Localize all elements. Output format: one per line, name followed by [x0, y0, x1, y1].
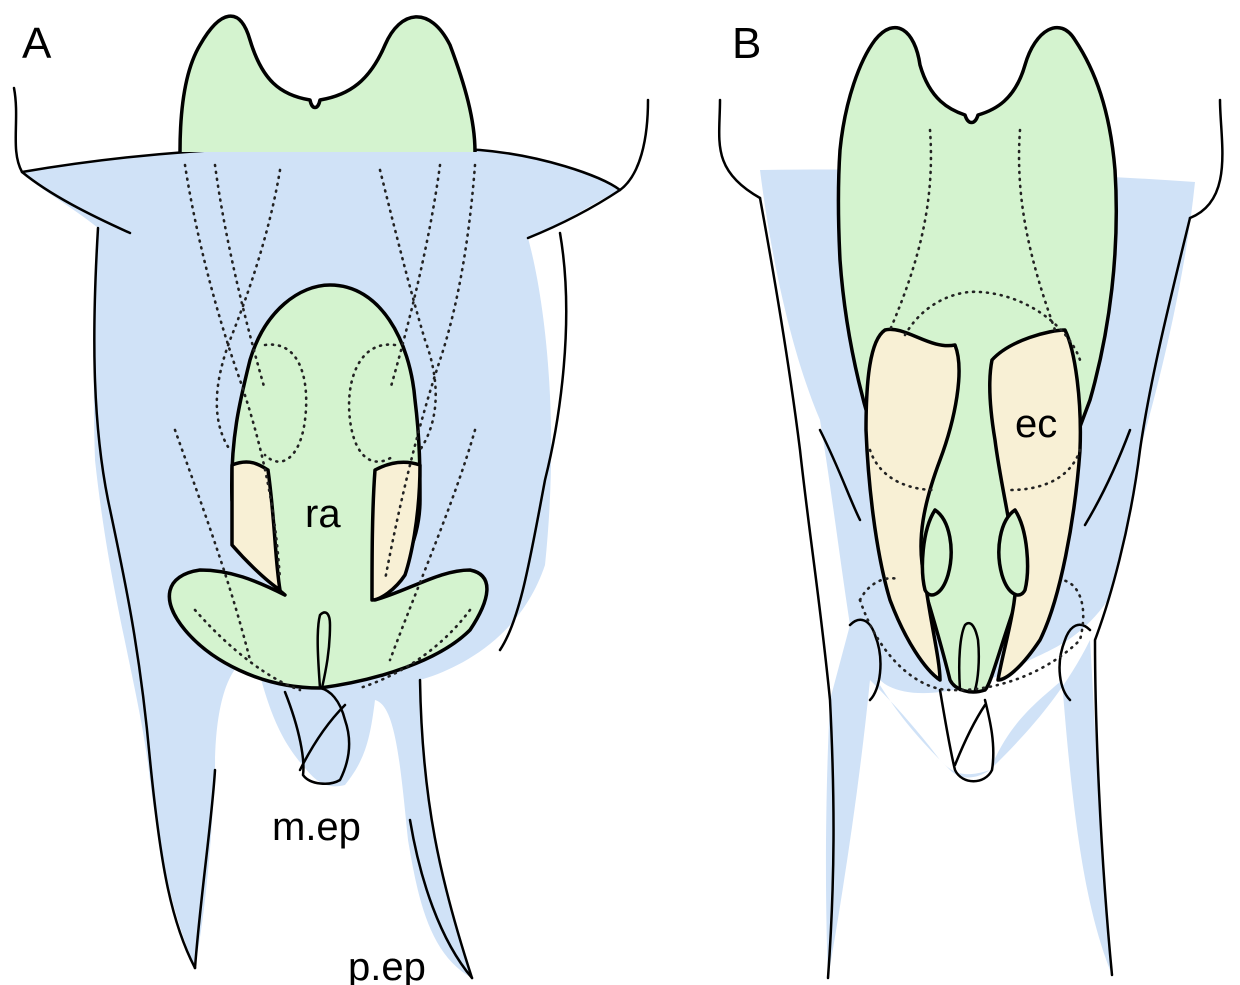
label-p-ep: p.ep	[348, 945, 426, 985]
panel-letter-b: B	[732, 19, 761, 68]
panel-letter-a: A	[22, 19, 52, 68]
panel-a: A ra m.ep p.ep	[14, 16, 648, 985]
label-ra: ra	[305, 492, 341, 536]
panel-a-green-head	[180, 16, 475, 152]
label-m-ep: m.ep	[272, 805, 361, 849]
panel-b-left-wing	[719, 100, 760, 198]
panel-b: B ec	[719, 19, 1222, 978]
panel-b-right-wing	[1190, 100, 1222, 218]
label-ec: ec	[1015, 402, 1057, 446]
panel-b-mesial-cross	[955, 705, 985, 765]
